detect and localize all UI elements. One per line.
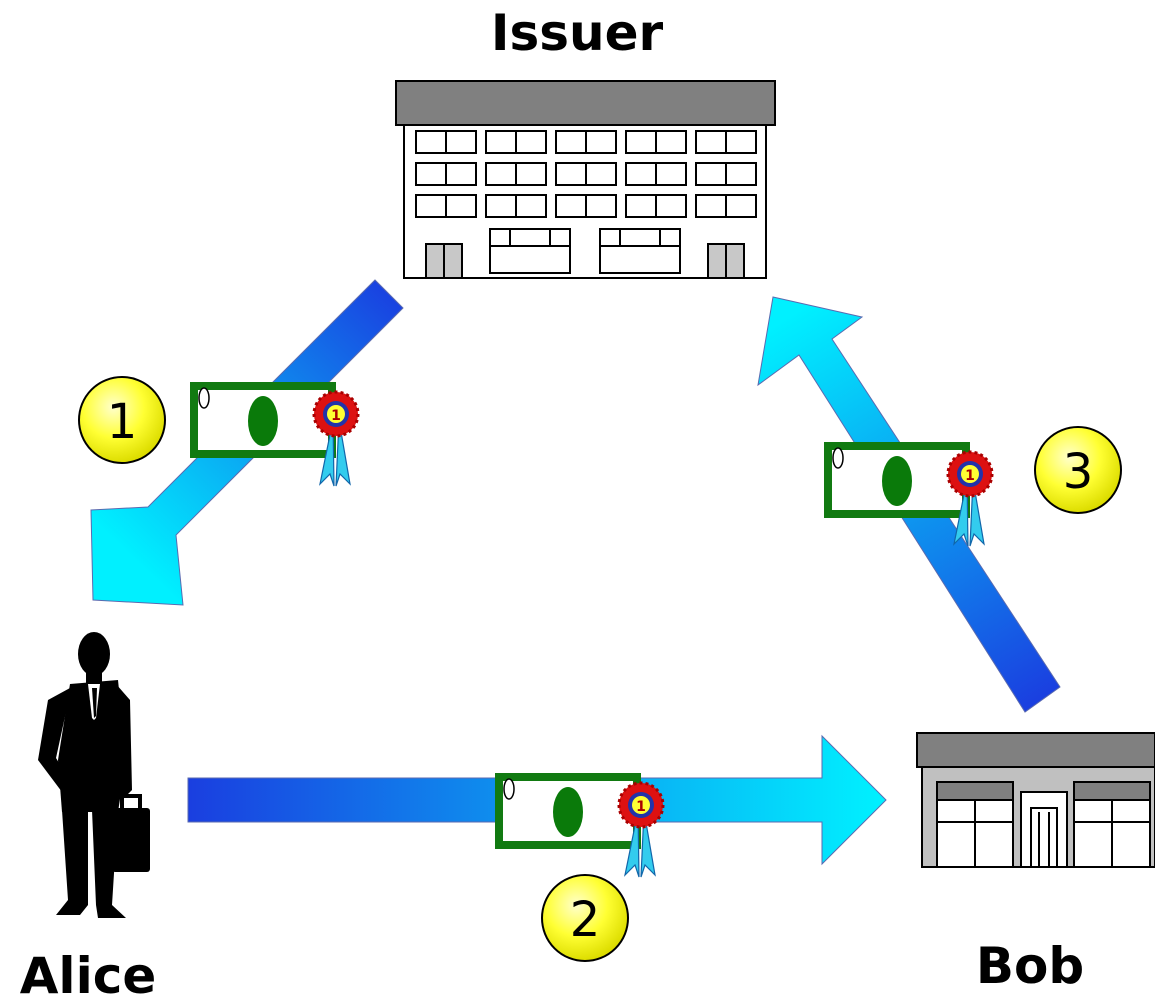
step-3-badge: 3: [1034, 426, 1122, 514]
bank-building-icon: [395, 80, 776, 279]
bob-label: Bob: [976, 937, 1084, 995]
step-2-badge: 2: [541, 874, 629, 962]
tie-detail: [92, 688, 97, 718]
step-3-number: 3: [1063, 444, 1094, 500]
alice-label: Alice: [20, 947, 157, 999]
shop-icon: [916, 732, 1155, 868]
step-2-number: 2: [570, 892, 601, 948]
banknote-icon-step-2: [493, 771, 665, 879]
step-1-badge: 1: [78, 376, 166, 464]
issuer-label: Issuer: [491, 4, 664, 62]
businessman-icon: [38, 632, 150, 918]
step-1-number: 1: [107, 394, 138, 450]
banknote-icon-step-3: [822, 440, 994, 548]
